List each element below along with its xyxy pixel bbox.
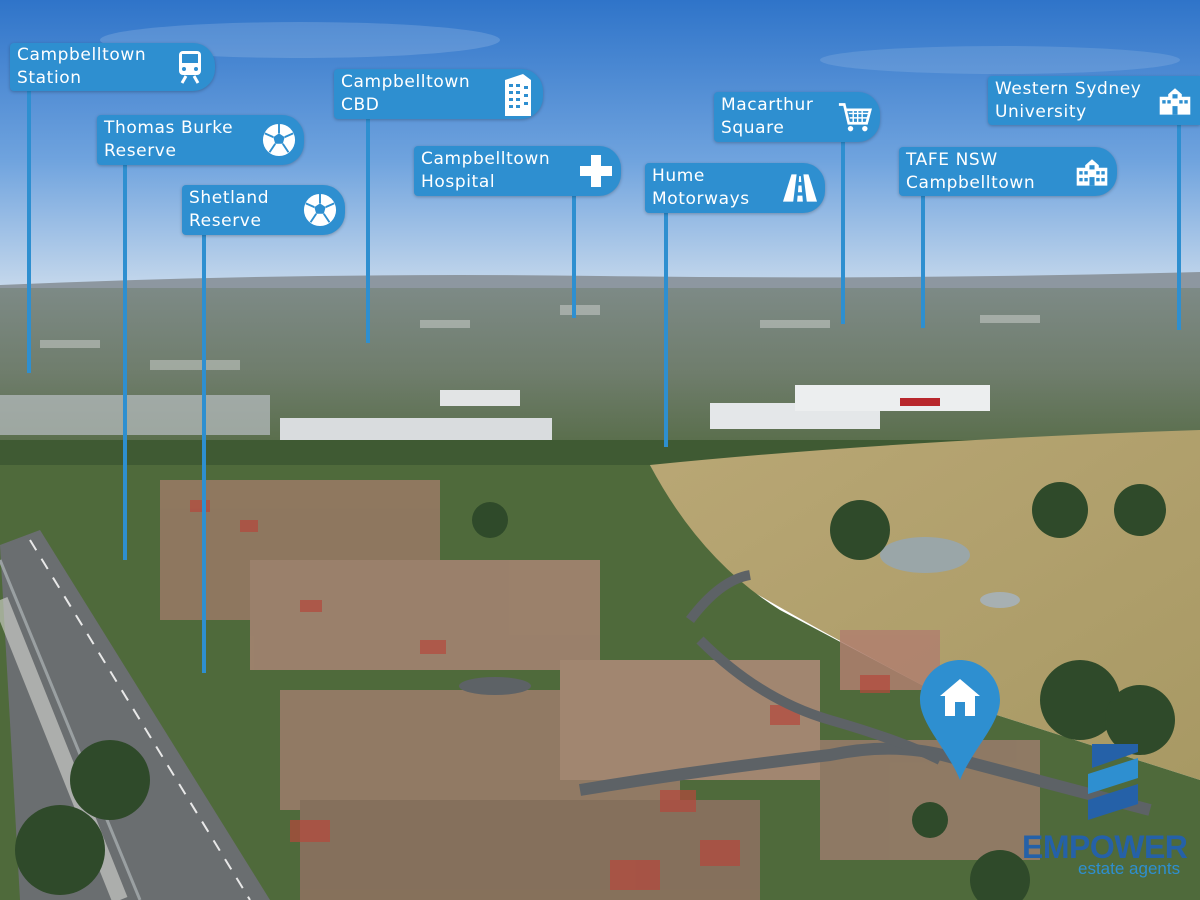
soccer-ball-icon [262, 123, 296, 157]
label-pole-campbelltown-hospital [572, 193, 576, 318]
label-pole-tafe-nsw-campbelltown [921, 193, 925, 328]
landmark-tafe-nsw-campbelltown: TAFE NSW Campbelltown [899, 147, 1117, 196]
label-pole-campbelltown-cbd [366, 116, 370, 343]
brand-tagline: estate agents [1078, 859, 1181, 878]
soccer-ball-icon [303, 193, 337, 227]
label-pole-hume-motorways [664, 210, 668, 447]
road-icon [783, 171, 817, 205]
landmark-label: Shetland Reserve [189, 188, 270, 231]
home-pin-icon [920, 660, 1000, 780]
landmark-label: Macarthur Square [721, 95, 814, 138]
landmark-label: Hume Motorways [652, 166, 750, 209]
label-pole-macarthur-square [841, 139, 845, 324]
label-pole-shetland-reserve [202, 232, 206, 673]
landmark-campbelltown-hospital: Campbelltown Hospital [414, 146, 621, 196]
landmark-label: Campbelltown CBD [341, 72, 471, 115]
landmark-label: Thomas Burke Reserve [104, 118, 234, 161]
label-pole-western-sydney-university [1177, 122, 1181, 330]
label-pole-thomas-burke-reserve [123, 162, 127, 560]
landmark-campbelltown-cbd: Campbelltown CBD [334, 69, 543, 119]
landmark-shetland-reserve: Shetland Reserve [182, 185, 345, 235]
landmark-label: Campbelltown Hospital [421, 149, 551, 192]
brand-name: EMPOWER [1022, 829, 1188, 865]
building-icon [501, 74, 535, 116]
shopping-cart-icon [838, 100, 872, 134]
landmark-label: Western Sydney University [995, 78, 1142, 122]
landmark-campbelltown-station: Campbelltown Station [10, 43, 215, 91]
landmark-label: Campbelltown Station [17, 45, 147, 88]
landmark-macarthur-square: Macarthur Square [714, 92, 880, 142]
school-icon [1075, 155, 1109, 189]
landmark-western-sydney-university: Western Sydney University [988, 76, 1200, 125]
hospital-cross-icon [579, 154, 613, 188]
train-icon [173, 50, 207, 84]
label-pole-campbelltown-station [27, 90, 31, 373]
school-icon [1158, 84, 1192, 118]
landmark-label: TAFE NSW Campbelltown [906, 149, 1036, 193]
landmark-hume-motorways: Hume Motorways [645, 163, 825, 213]
landmark-thomas-burke-reserve: Thomas Burke Reserve [97, 115, 304, 165]
